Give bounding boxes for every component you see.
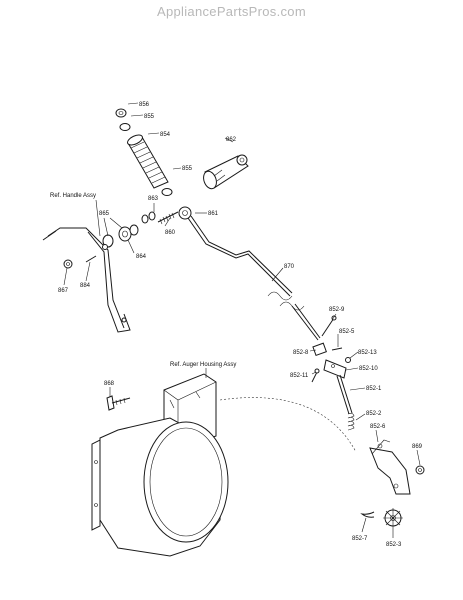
- part-860-bolt[interactable]: [157, 211, 179, 225]
- part-852-7-clip[interactable]: [360, 511, 375, 518]
- label-884: 884: [80, 283, 91, 289]
- leader-lines: [63, 102, 421, 538]
- label-852-6: 852-6: [370, 424, 386, 430]
- label-852-1: 852-1: [366, 386, 382, 392]
- label-861: 861: [208, 211, 219, 217]
- part-870-shift-rod[interactable]: [187, 215, 321, 341]
- ref-handle-assy-label: Ref. Handle Assy: [50, 193, 96, 199]
- part-852-1-rod[interactable]: [336, 374, 353, 415]
- part-852-6-bracket[interactable]: [369, 439, 411, 495]
- ref-handle-assy: [42, 227, 131, 333]
- part-852-9-pin[interactable]: [321, 315, 337, 337]
- label-856: 856: [139, 102, 150, 108]
- label-855: 855: [144, 114, 155, 120]
- label-852-9: 852-9: [329, 307, 345, 313]
- label-855-lower: 855: [182, 166, 193, 172]
- label-865: 865: [99, 211, 110, 217]
- part-852-10-link[interactable]: [323, 359, 347, 379]
- part-855-bushing-top[interactable]: [119, 123, 131, 131]
- part-854-grip[interactable]: [126, 133, 169, 189]
- label-854: 854: [160, 132, 171, 138]
- part-869-nut[interactable]: [415, 465, 425, 475]
- part-852-3-gear[interactable]: [383, 508, 403, 528]
- label-867: 867: [58, 288, 69, 294]
- part-868-screw[interactable]: [106, 395, 131, 411]
- part-863-spacers[interactable]: [141, 211, 156, 224]
- label-862: 862: [226, 137, 237, 143]
- part-861-nut[interactable]: [178, 206, 192, 220]
- label-852-11: 852-11: [290, 373, 309, 379]
- label-852-13: 852-13: [358, 350, 377, 356]
- ref-auger-housing-assy: [91, 373, 229, 557]
- watermark-text: AppliancePartsPros.com: [157, 4, 306, 19]
- label-852-7: 852-7: [352, 536, 368, 542]
- label-868: 868: [104, 381, 115, 387]
- part-884-screw[interactable]: [85, 255, 97, 263]
- label-864: 864: [136, 254, 147, 260]
- label-863: 863: [148, 196, 159, 202]
- part-852-8-block[interactable]: [312, 342, 327, 357]
- part-856-washer[interactable]: [115, 108, 127, 118]
- label-852-5: 852-5: [339, 329, 355, 335]
- part-labels: 856 855 854 862 855 863 865 861 860 864 …: [50, 102, 423, 548]
- part-852-11-screw[interactable]: [311, 368, 320, 383]
- label-852-8: 852-8: [293, 350, 309, 356]
- label-860: 860: [165, 230, 176, 236]
- part-867-nut[interactable]: [63, 259, 73, 269]
- label-869: 869: [412, 444, 423, 450]
- part-852-2-spring[interactable]: [347, 413, 355, 431]
- label-852-10: 852-10: [359, 366, 378, 372]
- ref-auger-housing-label: Ref. Auger Housing Assy: [170, 362, 236, 368]
- label-870: 870: [284, 264, 295, 270]
- part-852-13-nut[interactable]: [345, 357, 351, 363]
- label-852-2: 852-2: [366, 411, 382, 417]
- part-862-clevis[interactable]: [201, 154, 249, 191]
- part-865-pivot-pieces[interactable]: [102, 224, 139, 248]
- part-855-bushing-lower[interactable]: [161, 188, 173, 196]
- part-852-5-clip[interactable]: [331, 347, 343, 351]
- label-852-3: 852-3: [386, 542, 402, 548]
- reference-dashed-line: [219, 397, 357, 453]
